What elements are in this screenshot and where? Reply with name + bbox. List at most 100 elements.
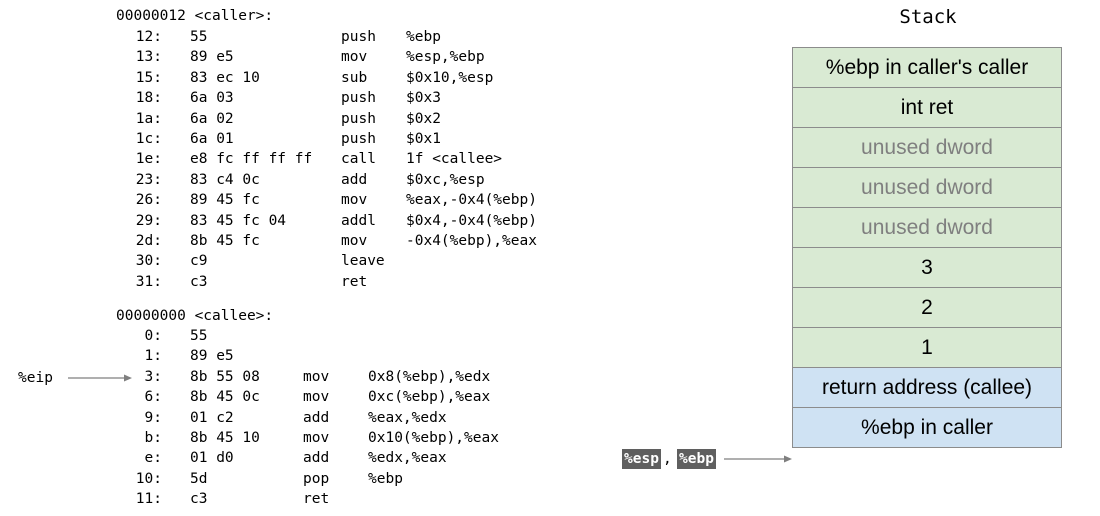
instruction-mnemonic: ret	[341, 273, 368, 290]
instruction-mnemonic: push	[341, 29, 376, 45]
instruction-address: 13:	[135, 49, 162, 66]
caller-instruction-row: 31: c3 ret	[0, 272, 700, 292]
instruction-bytes: 8b 55 08	[190, 368, 260, 385]
instruction-bytes: 83 45 fc 04	[190, 212, 287, 229]
instruction-bytes: 83 ec 10	[190, 69, 260, 86]
instruction-mnemonic: mov	[341, 192, 368, 209]
instruction-mnemonic: add	[303, 450, 330, 467]
instruction-operands: %eax,-0x4(%ebp)	[406, 192, 537, 209]
instruction-bytes: 01 c2	[190, 409, 234, 426]
instruction-operands: %ebp	[368, 470, 403, 487]
instruction-bytes: 6a 01	[190, 131, 234, 147]
instruction-operands: %ebp	[368, 328, 403, 344]
instruction-operands: $0x2	[406, 110, 441, 127]
instruction-address: 31:	[135, 273, 162, 290]
esp-register-label: %esp	[622, 449, 661, 469]
instruction-address: 29:	[135, 212, 162, 229]
instruction-bytes: c3	[190, 491, 208, 508]
caller-instruction-row: 1c: 6a 01 push $0x1	[0, 129, 700, 149]
stack-cell: 2	[792, 288, 1062, 328]
instruction-address: 1e:	[135, 151, 162, 168]
instruction-bytes: 89 e5	[190, 49, 234, 66]
instruction-operands: 0x10(%ebp),%eax	[368, 430, 499, 446]
stack-cell: %ebp in caller's caller	[792, 47, 1062, 88]
eip-arrow	[68, 374, 132, 382]
stack-cell: int ret	[792, 88, 1062, 128]
esp-ebp-arrow	[724, 455, 792, 463]
instruction-address: 15:	[135, 69, 162, 86]
instruction-address: 11:	[135, 491, 162, 508]
instruction-bytes: 6a 03	[190, 90, 234, 107]
stack-cell: 3	[792, 248, 1062, 288]
callee-header: 00000000 <callee>:	[116, 308, 274, 324]
instruction-address: 1c:	[135, 131, 162, 147]
stack-cell: 1	[792, 328, 1062, 368]
instruction-operands: %esp,%ebp	[406, 49, 485, 66]
ebp-register-label: %ebp	[677, 449, 716, 469]
instruction-mnemonic: ret	[303, 491, 330, 508]
instruction-address: 1:	[144, 348, 162, 365]
instruction-mnemonic: mov	[303, 430, 330, 446]
instruction-address: 0:	[144, 328, 162, 344]
instruction-address: e:	[144, 450, 162, 467]
instruction-mnemonic: mov	[341, 233, 368, 249]
instruction-mnemonic: sub	[341, 69, 368, 86]
instruction-bytes: c3	[190, 273, 208, 290]
callee-instruction-row: 0: 55 push %ebp	[0, 326, 700, 346]
instruction-address: 12:	[135, 29, 162, 45]
instruction-operands: $0xc,%esp	[406, 171, 485, 188]
instruction-bytes: 55	[190, 328, 208, 344]
instruction-operands: 0xc(%ebp),%eax	[368, 389, 491, 406]
instruction-mnemonic: push	[341, 90, 376, 107]
instruction-mnemonic: mov	[303, 389, 330, 406]
caller-instruction-row: 26: 89 45 fc mov %eax,-0x4(%ebp)	[0, 190, 700, 210]
instruction-bytes: 6a 02	[190, 110, 234, 127]
instruction-address: 10:	[135, 470, 162, 487]
instruction-address: 6:	[144, 389, 162, 406]
pointer-separator: ,	[663, 451, 672, 467]
instruction-operands: $0x10,%esp	[406, 69, 494, 86]
instruction-operands: -0x4(%ebp),%eax	[406, 233, 537, 249]
callee-instruction-row: 6: 8b 45 0c mov 0xc(%ebp),%eax	[0, 387, 700, 407]
stack-cell: unused dword	[792, 208, 1062, 248]
instruction-mnemonic: add	[341, 171, 368, 188]
instruction-bytes: 83 c4 0c	[190, 171, 260, 188]
caller-instruction-row: 13: 89 e5 mov %esp,%ebp	[0, 47, 700, 67]
instruction-mnemonic: add	[303, 409, 330, 426]
instruction-bytes: 55	[190, 29, 208, 45]
instruction-mnemonic: push	[341, 131, 376, 147]
instruction-bytes: 8b 45 0c	[190, 389, 260, 406]
eip-label: %eip	[18, 370, 53, 386]
instruction-address: 1a:	[135, 110, 162, 127]
instruction-address: 26:	[135, 192, 162, 209]
instruction-bytes: 8b 45 10	[190, 430, 260, 446]
instruction-mnemonic: push	[303, 328, 338, 344]
caller-instruction-row: 15: 83 ec 10 sub $0x10,%esp	[0, 68, 700, 88]
instruction-address: 2d:	[135, 233, 162, 249]
instruction-mnemonic: call	[341, 151, 376, 168]
instruction-bytes: 01 d0	[190, 450, 234, 467]
instruction-address: 3:	[144, 368, 162, 385]
instruction-bytes: 89 e5	[190, 348, 234, 365]
instruction-mnemonic: mov	[341, 49, 368, 66]
instruction-bytes: 5d	[190, 470, 208, 487]
stack-cell: unused dword	[792, 168, 1062, 208]
instruction-operands: $0x3	[406, 90, 441, 107]
stack-title: Stack	[899, 6, 957, 28]
instruction-operands: %esp,%ebp	[368, 348, 447, 365]
instruction-address: 30:	[135, 253, 162, 270]
instruction-operands: $0x1	[406, 131, 441, 147]
instruction-mnemonic: addl	[341, 212, 376, 229]
instruction-bytes: 89 45 fc	[190, 192, 260, 209]
